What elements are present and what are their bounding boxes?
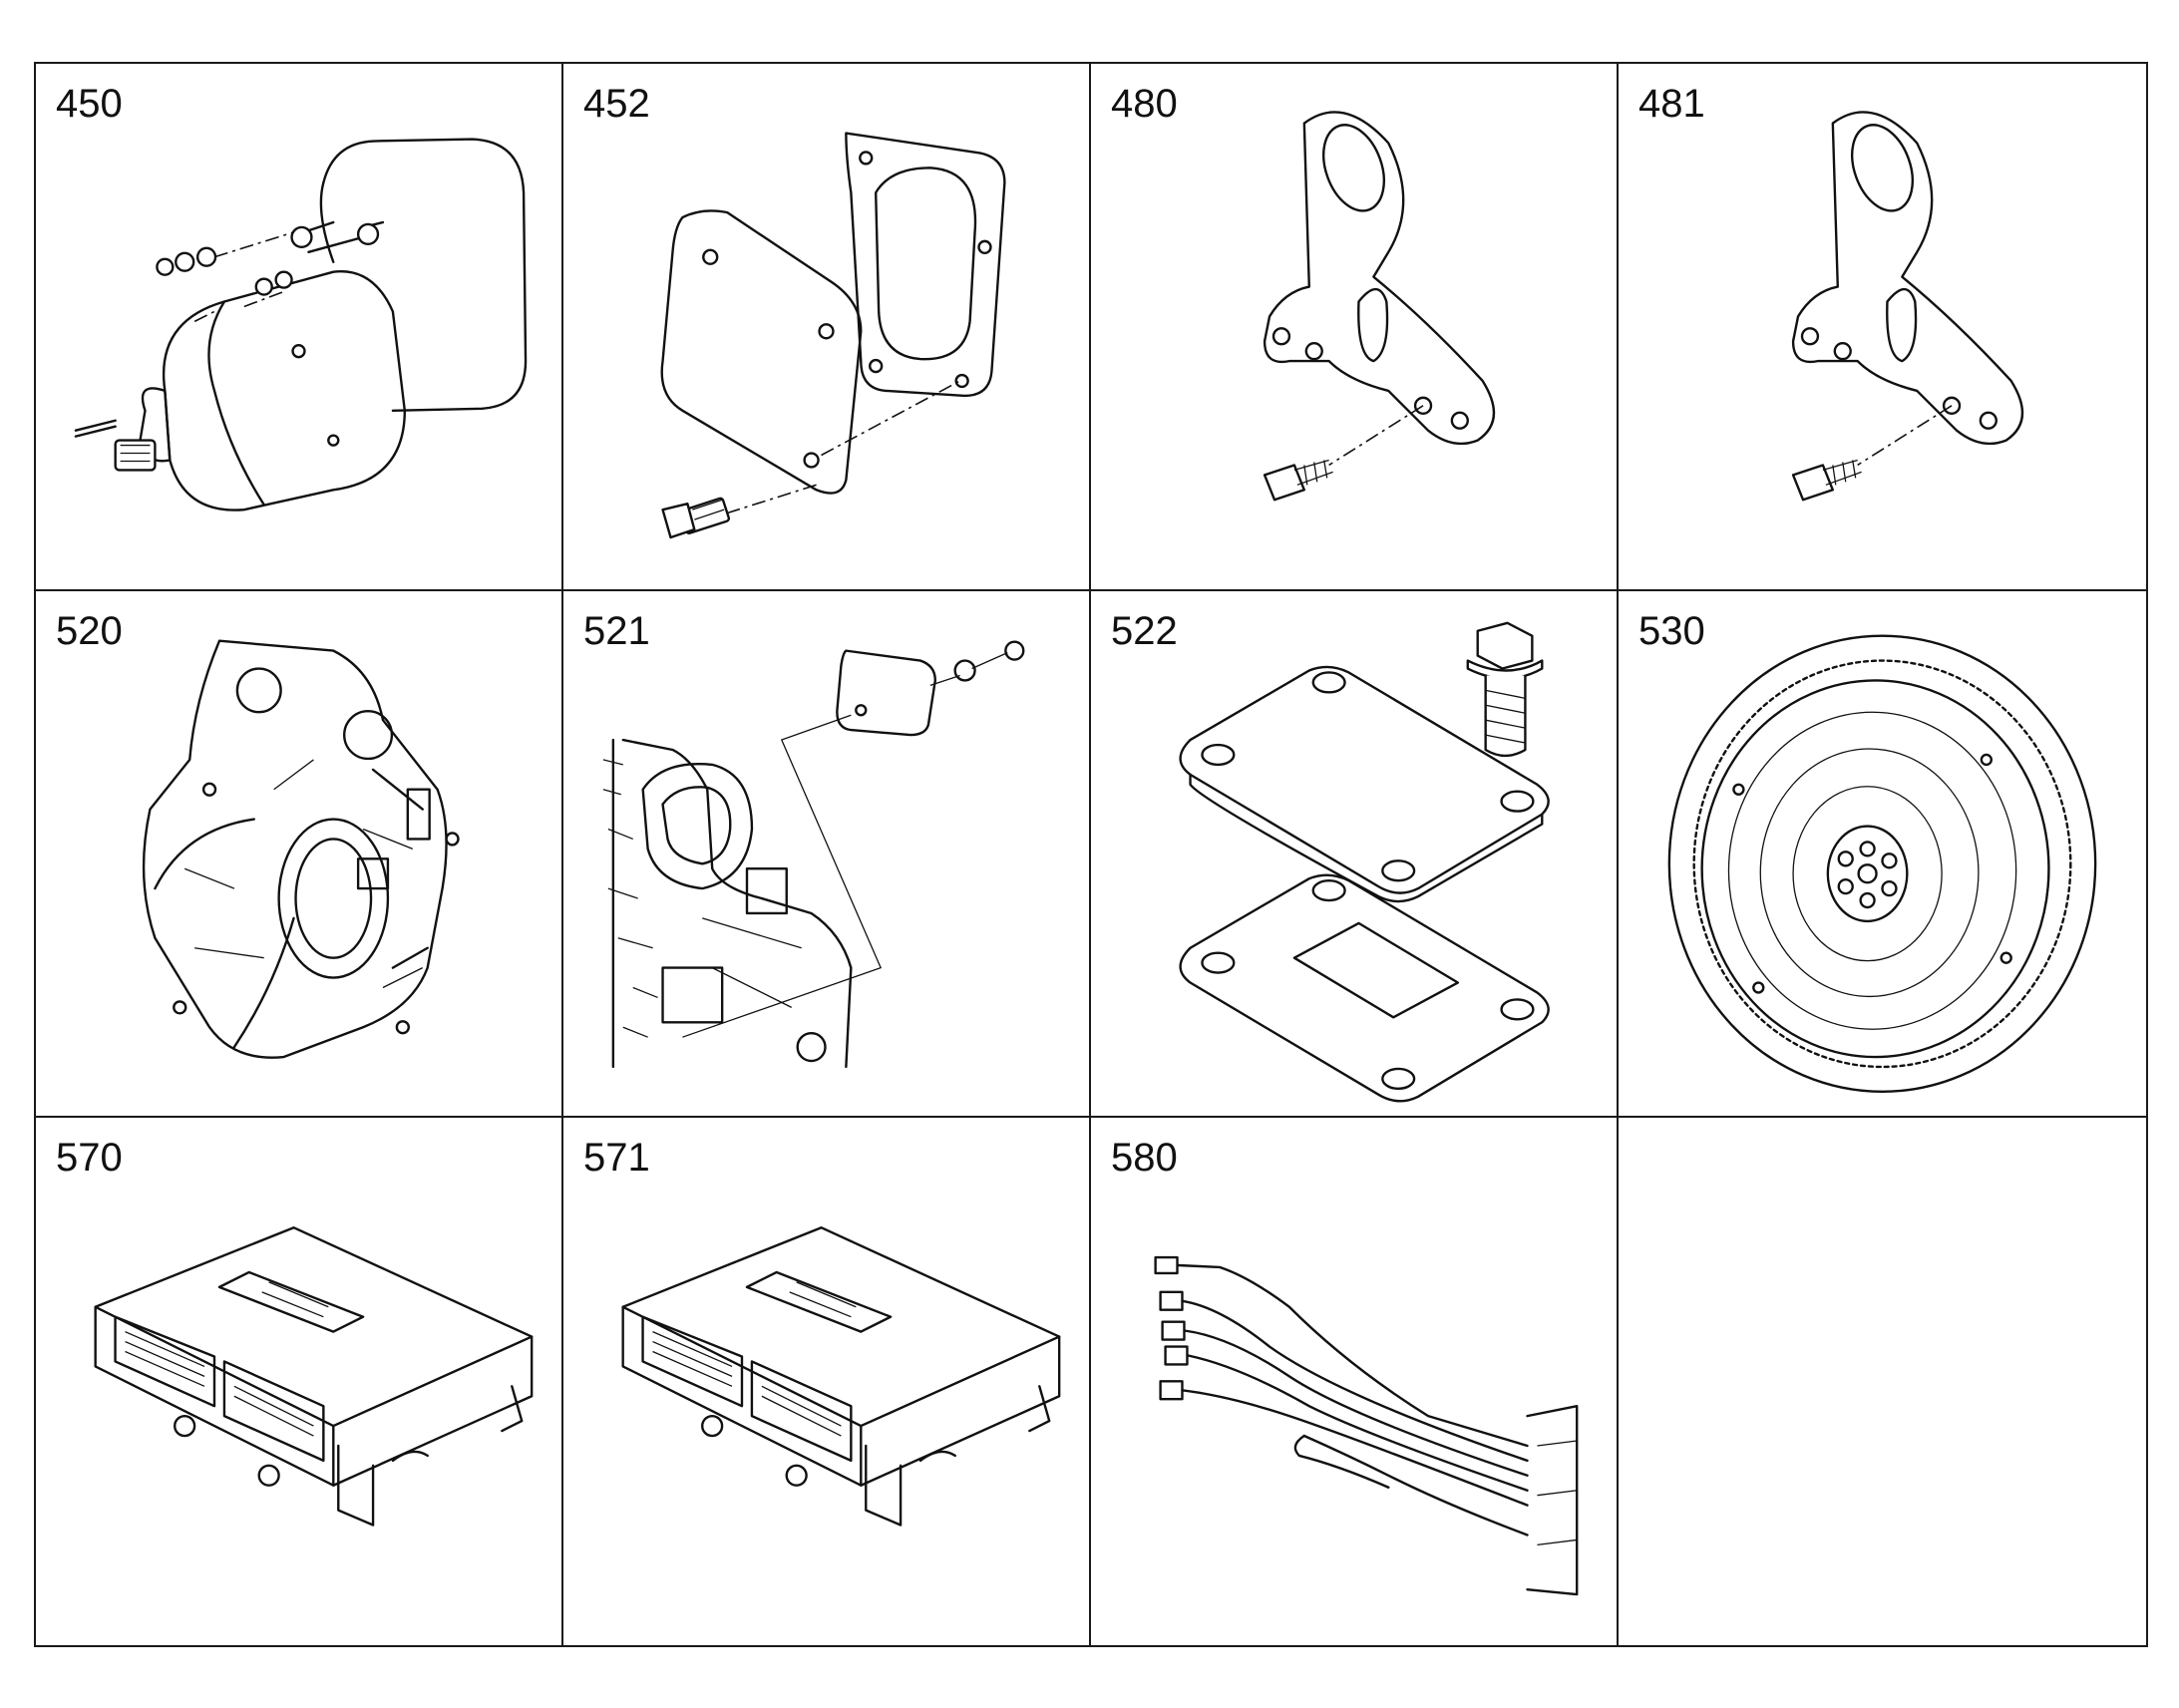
flywheel-housing-icon — [36, 591, 561, 1117]
part-number: 480 — [1111, 82, 1178, 126]
parts-grid: 450 452 — [34, 62, 2148, 1647]
part-number: 520 — [56, 608, 123, 653]
part-number: 452 — [583, 82, 650, 126]
part-cell-530[interactable]: 530 — [1619, 591, 2146, 1119]
part-number: 571 — [583, 1136, 650, 1181]
lifting-bracket-icon — [1619, 64, 2146, 589]
wiring-harness-icon — [1091, 1118, 1617, 1645]
flywheel-icon — [1619, 591, 2146, 1117]
part-number: 580 — [1111, 1136, 1178, 1181]
part-cell-450[interactable]: 450 — [36, 64, 563, 591]
cover-plate-gasket-icon — [563, 64, 1089, 589]
lifting-bracket-icon — [1091, 64, 1617, 589]
starter-motor-icon — [36, 64, 561, 589]
part-cell-522[interactable]: 522 — [1091, 590, 1619, 1119]
part-number: 521 — [583, 608, 650, 653]
empty-cell — [1619, 1118, 2146, 1645]
part-number: 522 — [1111, 608, 1178, 653]
part-cell-580[interactable]: 580 — [1091, 1118, 1619, 1645]
housing-cover-icon — [563, 591, 1089, 1117]
ecu-module-icon — [36, 1118, 561, 1645]
part-number: 450 — [56, 82, 123, 126]
part-cell-521[interactable]: 521 — [563, 590, 1091, 1119]
part-cell-570[interactable]: 570 — [36, 1118, 563, 1645]
plate-gasket-bolt-icon — [1091, 591, 1617, 1117]
part-cell-452[interactable]: 452 — [563, 64, 1091, 591]
part-number: 481 — [1638, 82, 1705, 126]
part-number: 530 — [1638, 608, 1705, 653]
part-cell-480[interactable]: 480 — [1091, 64, 1619, 591]
part-number: 570 — [56, 1136, 123, 1181]
part-cell-571[interactable]: 571 — [563, 1118, 1091, 1645]
ecu-module-icon — [563, 1118, 1089, 1645]
part-cell-520[interactable]: 520 — [36, 590, 563, 1119]
part-cell-481[interactable]: 481 — [1619, 64, 2146, 591]
